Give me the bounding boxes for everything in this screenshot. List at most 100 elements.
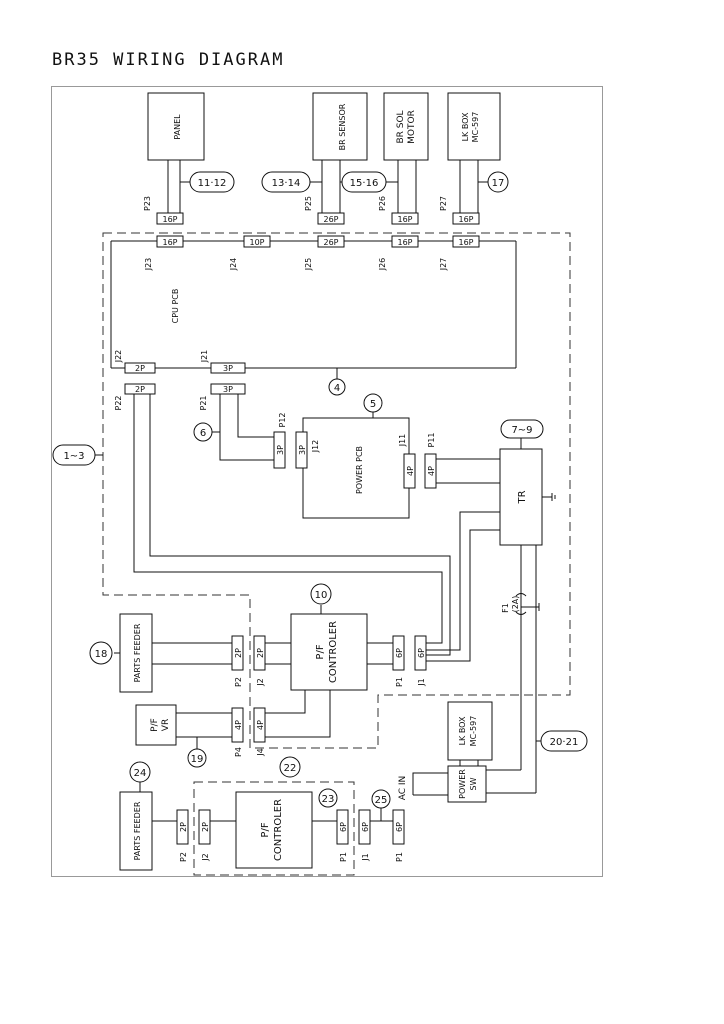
p4-pin-label: 4P (234, 720, 243, 730)
callout-11-12: 11·12 (189, 171, 235, 193)
j11-connector (403, 453, 416, 489)
j25-pin-label: 26P (323, 238, 338, 247)
panel-unit (147, 92, 205, 161)
p2-bottom-pin-label: 2P (179, 822, 188, 832)
j1-pin-label: 6P (417, 648, 426, 658)
p4-connector (231, 707, 244, 743)
callout-19-text: 19 (191, 754, 204, 765)
j27-ref: J27 (439, 258, 448, 272)
j22-connector (124, 362, 156, 374)
p21-connector (210, 383, 246, 395)
p25-pin-label: 26P (323, 215, 338, 224)
j22-pin-label: 2P (135, 364, 145, 373)
j21-pin-label: 3P (223, 364, 233, 373)
callout-20-21-text: 20·21 (550, 737, 579, 748)
lk-box-bottom-label-1: LK BOX (458, 716, 467, 745)
p27-pin-label: 16P (458, 215, 473, 224)
p23-ref: P23 (143, 196, 152, 211)
j2-connector (253, 635, 266, 671)
parts-feeder-bottom-label: PARTS FEEDER (133, 801, 142, 860)
p1-bottom-pin-label: 6P (339, 822, 348, 832)
callout-6: 6 (193, 422, 213, 442)
p12-ref: P12 (278, 412, 287, 427)
j2-bottom-connector (198, 809, 211, 845)
p1-bottom-connector (336, 809, 349, 845)
panel-label: PANEL (173, 114, 182, 140)
p27-connector (452, 212, 480, 225)
p27-ref: P27 (439, 196, 448, 211)
p22-pin-label: 2P (135, 385, 145, 394)
power-switch-label-2: SW (469, 777, 478, 790)
callout-7-9-text: 7~9 (511, 425, 532, 436)
p2-connector (231, 635, 244, 671)
diagram-frame (51, 86, 603, 877)
j25-connector (317, 235, 345, 248)
p22-ref: P22 (114, 395, 123, 410)
callout-18-text: 18 (95, 649, 108, 660)
j24-pin-label: 10P (249, 238, 264, 247)
p2-ref: P2 (234, 677, 243, 687)
j27-connector (452, 235, 480, 248)
j23-ref: J23 (144, 258, 153, 272)
cpu-enclosure-boundary (102, 232, 571, 749)
p26-ref: P26 (378, 196, 387, 211)
callout-19: 19 (187, 748, 207, 768)
power-switch-label-1: POWER (458, 769, 467, 799)
j22-ref: J22 (114, 350, 123, 364)
br-motor-label: MOTOR (407, 110, 417, 144)
callout-23: 23 (318, 788, 338, 808)
p1-pin-label: 6P (395, 648, 404, 658)
j12-pin-label: 3P (298, 445, 307, 455)
p22-connector (124, 383, 156, 395)
pf-controler-bottom-label-2: CONTROLER (273, 799, 284, 861)
callout-5: 5 (363, 393, 383, 413)
br-sol-motor-unit (383, 92, 429, 161)
callout-25-text: 25 (375, 795, 388, 806)
j24-ref: J24 (229, 258, 238, 272)
callout-17-text: 17 (492, 178, 505, 189)
callout-10: 10 (310, 583, 332, 605)
transformer-label: TR (517, 490, 528, 504)
j24-connector (243, 235, 271, 248)
pf-controler-bottom (235, 791, 313, 869)
j2-pin-label: 2P (256, 648, 265, 658)
j1-connector (414, 635, 427, 671)
pf-controler-main (290, 613, 368, 691)
j1-bottom-connector (358, 809, 371, 845)
p23-connector (156, 212, 184, 225)
p1-bottom-ref: P1 (339, 852, 348, 862)
p25-connector (317, 212, 345, 225)
j12-ref: J12 (311, 440, 320, 454)
lk-box-top-label-1: LK BOX (461, 112, 470, 141)
callout-13-14: 13·14 (261, 171, 311, 193)
p23-pin-label: 16P (162, 215, 177, 224)
callout-15-16-text: 15·16 (350, 178, 379, 189)
callout-15-16: 15·16 (341, 171, 387, 193)
p1-extra-ref: P1 (395, 852, 404, 862)
callout-18: 18 (89, 641, 113, 665)
j4-ref: J4 (256, 748, 265, 756)
j2-bottom-ref: J2 (201, 853, 210, 861)
p2-bottom-connector (176, 809, 189, 845)
callout-11-12-text: 11·12 (198, 178, 227, 189)
p1-ref: P1 (395, 677, 404, 687)
j26-connector (391, 235, 419, 248)
j26-ref: J26 (378, 258, 387, 272)
j4-connector (253, 707, 266, 743)
pf-vr-label-1: P/F (150, 718, 160, 732)
fuse-label: F1 (501, 603, 510, 613)
p1-extra-pin-label: 6P (395, 822, 404, 832)
callout-5-text: 5 (370, 399, 376, 410)
p26-connector (391, 212, 419, 225)
j26-pin-label: 16P (397, 238, 412, 247)
power-pcb-label: POWER PCB (355, 446, 364, 494)
parts-feeder-bottom (119, 791, 153, 871)
pf-controler-main-label-1: P/F (315, 644, 326, 659)
p11-connector (424, 453, 437, 489)
j25-ref: J25 (304, 258, 313, 272)
p12-connector (273, 431, 286, 469)
fuse-rating-label: (2A) (511, 596, 520, 613)
j11-ref: J11 (398, 434, 407, 448)
callout-4: 4 (328, 378, 346, 396)
j1-bottom-ref: J1 (361, 853, 370, 861)
